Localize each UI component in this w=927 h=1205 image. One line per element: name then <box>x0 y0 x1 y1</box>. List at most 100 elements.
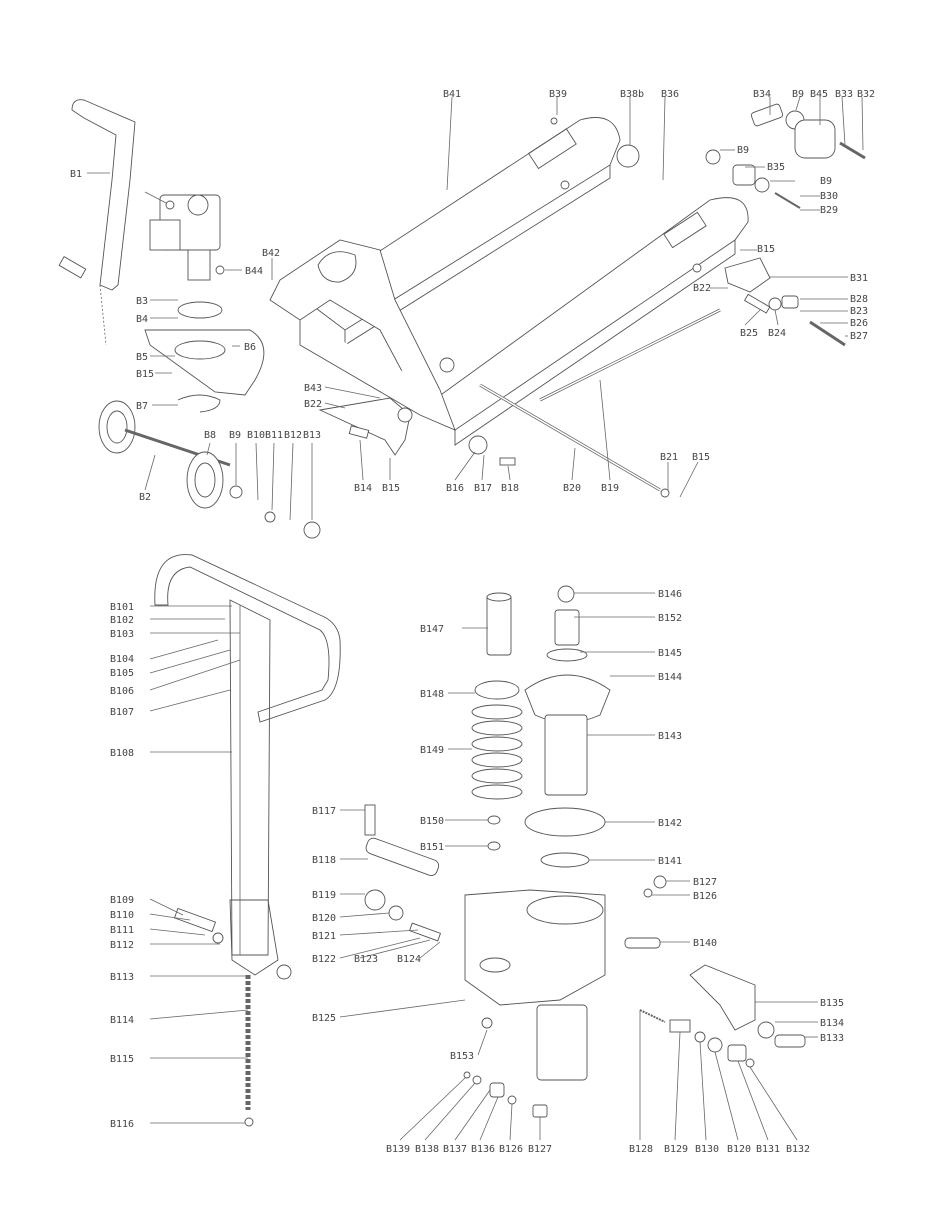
label-B41: B41 <box>443 89 461 100</box>
label-B10: B10 <box>247 430 265 441</box>
label-B22: B22 <box>693 283 711 294</box>
label-B119: B119 <box>312 890 336 901</box>
upper-leader-lines <box>87 96 864 521</box>
label-B11: B11 <box>265 430 283 441</box>
label-B142: B142 <box>658 818 682 829</box>
label-B148: B148 <box>420 689 444 700</box>
label-B127: B127 <box>528 1144 552 1155</box>
label-B15: B15 <box>692 452 710 463</box>
label-B118: B118 <box>312 855 336 866</box>
label-B113: B113 <box>110 972 134 983</box>
label-B3: B3 <box>136 296 148 307</box>
label-B135: B135 <box>820 998 844 1009</box>
label-B153: B153 <box>450 1051 474 1062</box>
label-B151: B151 <box>420 842 444 853</box>
label-B138: B138 <box>415 1144 439 1155</box>
label-B109: B109 <box>110 895 134 906</box>
label-B5: B5 <box>136 352 148 363</box>
pump-leader-lines <box>339 592 818 1141</box>
label-B13: B13 <box>303 430 321 441</box>
label-B105: B105 <box>110 668 134 679</box>
label-B39: B39 <box>549 89 567 100</box>
label-B17: B17 <box>474 483 492 494</box>
label-B34: B34 <box>753 89 771 100</box>
label-B115: B115 <box>110 1054 134 1065</box>
label-B114: B114 <box>110 1015 134 1026</box>
label-B30: B30 <box>820 191 838 202</box>
label-B149: B149 <box>420 745 444 756</box>
label-B4: B4 <box>136 314 148 325</box>
label-B24: B24 <box>768 328 786 339</box>
handle-assembly-drawing <box>154 554 341 1127</box>
label-B35: B35 <box>767 162 785 173</box>
label-B139: B139 <box>386 1144 410 1155</box>
label-B1: B1 <box>70 169 82 180</box>
label-B12: B12 <box>284 430 302 441</box>
label-B28: B28 <box>850 294 868 305</box>
label-B130: B130 <box>695 1144 719 1155</box>
label-B21: B21 <box>660 452 678 463</box>
label-B136: B136 <box>471 1144 495 1155</box>
label-B9: B9 <box>820 176 832 187</box>
label-B9: B9 <box>229 430 241 441</box>
roller-parts-drawing <box>550 103 866 347</box>
label-B116: B116 <box>110 1119 134 1130</box>
upper-handle-drawing <box>58 99 136 346</box>
label-B38b: B38b <box>620 89 644 100</box>
label-B45: B45 <box>810 89 828 100</box>
label-B144: B144 <box>658 672 682 683</box>
label-B120: B120 <box>727 1144 751 1155</box>
label-B145: B145 <box>658 648 682 659</box>
label-B123: B123 <box>354 954 378 965</box>
label-B110: B110 <box>110 910 134 921</box>
label-B147: B147 <box>420 624 444 635</box>
label-B106: B106 <box>110 686 134 697</box>
handle-leader-lines <box>149 605 249 1124</box>
label-B132: B132 <box>786 1144 810 1155</box>
label-B124: B124 <box>397 954 421 965</box>
label-B143: B143 <box>658 731 682 742</box>
label-B102: B102 <box>110 615 134 626</box>
label-B104: B104 <box>110 654 134 665</box>
label-B32: B32 <box>857 89 875 100</box>
label-B131: B131 <box>756 1144 780 1155</box>
label-B7: B7 <box>136 401 148 412</box>
label-B25: B25 <box>740 328 758 339</box>
upper-part-labels: B41 B39 B38b B36 B34 B9 B45 B33 B32 B9 B… <box>70 89 875 503</box>
pump-assembly-drawing <box>364 585 806 1118</box>
label-B8: B8 <box>204 430 216 441</box>
label-B6: B6 <box>244 342 256 353</box>
label-B15: B15 <box>757 244 775 255</box>
label-B127: B127 <box>693 877 717 888</box>
label-B150: B150 <box>420 816 444 827</box>
label-B33: B33 <box>835 89 853 100</box>
label-B117: B117 <box>312 806 336 817</box>
label-B141: B141 <box>658 856 682 867</box>
label-B20: B20 <box>563 483 581 494</box>
label-B101: B101 <box>110 602 134 613</box>
label-B137: B137 <box>443 1144 467 1155</box>
label-B23: B23 <box>850 306 868 317</box>
pump-part-labels: B146 B152 B147 B145 B144 B148 B149 B143 … <box>312 589 844 1155</box>
label-B19: B19 <box>601 483 619 494</box>
label-B31: B31 <box>850 273 868 284</box>
label-B122: B122 <box>312 954 336 965</box>
label-B22: B22 <box>304 399 322 410</box>
label-B140: B140 <box>693 938 717 949</box>
label-B14: B14 <box>354 483 372 494</box>
label-B27: B27 <box>850 331 868 342</box>
label-B36: B36 <box>661 89 679 100</box>
label-B126: B126 <box>693 891 717 902</box>
label-B133: B133 <box>820 1033 844 1044</box>
label-B15: B15 <box>382 483 400 494</box>
label-B43: B43 <box>304 383 322 394</box>
label-B146: B146 <box>658 589 682 600</box>
label-B16: B16 <box>446 483 464 494</box>
label-B44: B44 <box>245 266 263 277</box>
label-B112: B112 <box>110 940 134 951</box>
label-B108: B108 <box>110 748 134 759</box>
label-B29: B29 <box>820 205 838 216</box>
label-B111: B111 <box>110 925 134 936</box>
